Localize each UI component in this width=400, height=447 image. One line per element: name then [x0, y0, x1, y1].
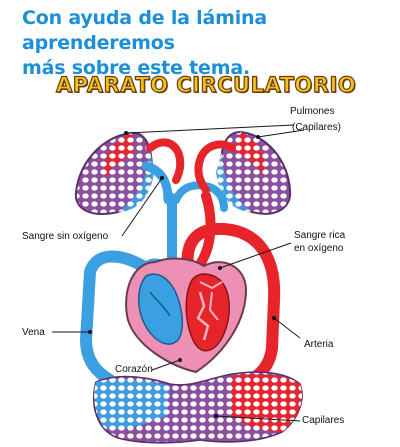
label-sangre-sin-oxigeno: Sangre sin oxígeno — [22, 231, 109, 242]
left-lung — [74, 131, 154, 215]
label-corazon: Corazón — [115, 364, 153, 375]
label-capilares-pulmon: (Capilares) — [292, 122, 341, 133]
intro-text: Con ayuda de la lámina aprenderemos más … — [22, 6, 398, 81]
leader-dots — [88, 131, 276, 418]
intro-line-1: Con ayuda de la lámina aprenderemos — [22, 7, 267, 54]
body-capillaries — [93, 371, 303, 444]
label-arteria: Arteria — [304, 339, 334, 350]
leader-lines — [52, 124, 305, 422]
label-en-oxigeno: en oxígeno — [294, 243, 344, 254]
label-vena: Vena — [22, 327, 45, 338]
label-capilares: Capilares — [302, 415, 345, 426]
label-pulmones: Pulmones — [290, 106, 335, 117]
intro-line-2: más sobre este tema. — [22, 57, 250, 79]
heart — [125, 257, 248, 374]
diagram-title: APARATO CIRCULATORIO — [55, 72, 357, 97]
label-sangre-rica: Sangre rica — [294, 230, 346, 241]
